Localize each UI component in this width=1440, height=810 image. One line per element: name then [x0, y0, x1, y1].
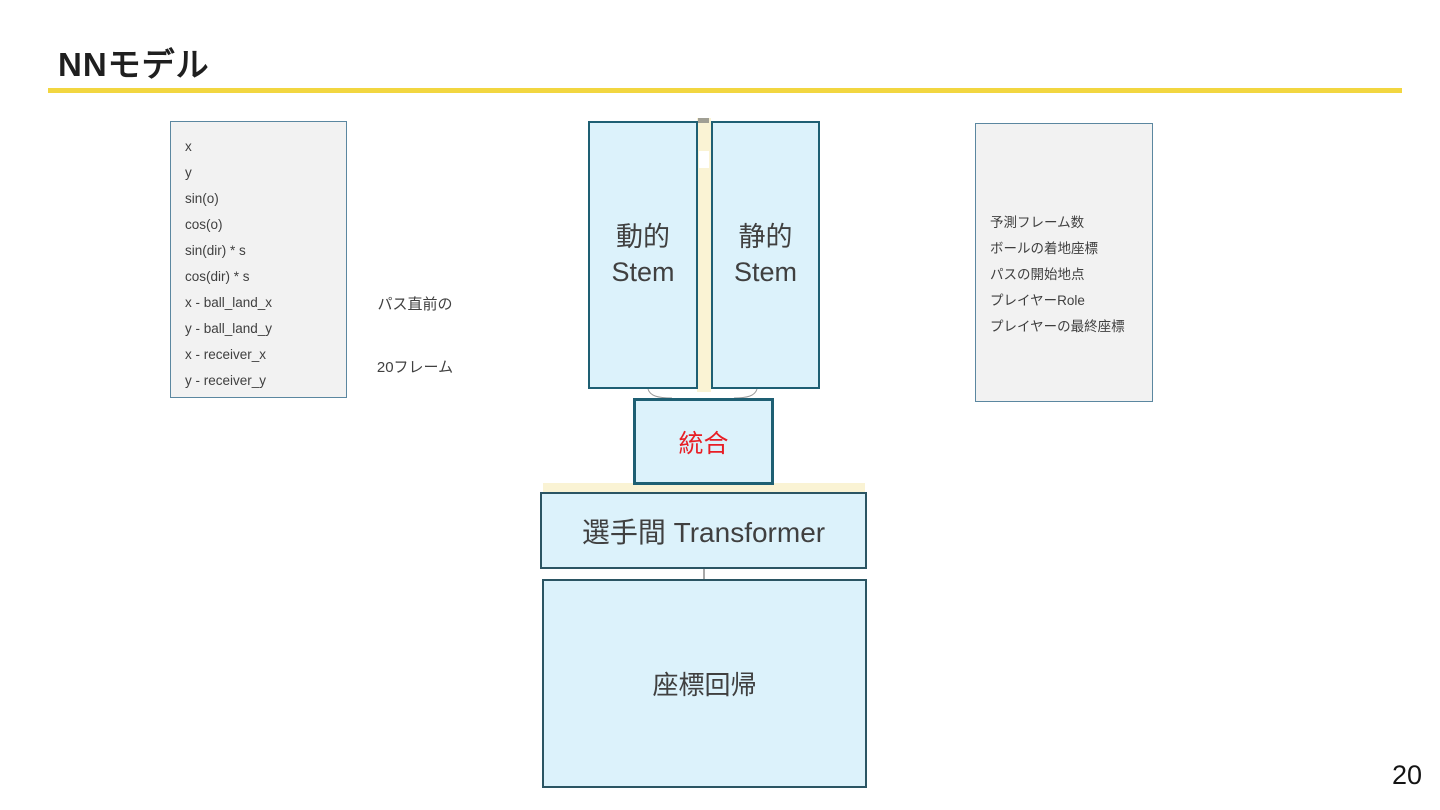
input-features-box: x y sin(o) cos(o) sin(dir) * s cos(dir) … [170, 121, 347, 398]
pass-frames-caption-line2: 20フレーム [376, 359, 454, 376]
list-item: sin(dir) * s [185, 243, 246, 258]
dynamic-stem-label: 動的 Stem [611, 220, 674, 290]
list-item: x - receiver_x [185, 347, 267, 362]
pass-frames-caption-line1: パス直前の [377, 296, 453, 313]
stem-gap-strip [697, 118, 711, 392]
dynamic-stem-label-line1: 動的 [616, 222, 670, 252]
title-underline [48, 88, 1402, 93]
static-stem-label-line1: 静的 [738, 222, 793, 252]
dynamic-stem-label-line2: Stem [611, 257, 675, 287]
cream-band [543, 483, 865, 494]
merge-box: 統合 [633, 398, 774, 485]
list-item: y - receiver_y [185, 373, 267, 388]
dynamic-stem-box: 動的 Stem [588, 121, 698, 389]
list-item: ボールの着地座標 [990, 241, 1098, 256]
static-stem-label: 静的 Stem [734, 220, 797, 290]
static-stem-box: 静的 Stem [711, 121, 820, 389]
tiny-text-smudge [698, 118, 709, 123]
regression-box: 座標回帰 [542, 579, 867, 788]
list-item: 予測フレーム数 [990, 215, 1085, 230]
static-stem-label-line2: Stem [733, 257, 798, 287]
list-item: y [185, 165, 192, 180]
list-item: プレイヤーの最終座標 [990, 319, 1125, 334]
merge-label: 統合 [678, 429, 729, 458]
regression-label: 座標回帰 [652, 670, 757, 700]
transformer-label: 選手間 Transformer [581, 516, 826, 548]
page-title: NNモデル [58, 46, 210, 83]
static-features-list: 予測フレーム数 ボールの着地座標 パスの開始地点 プレイヤーRole プレイヤー… [976, 124, 1152, 340]
list-item: x [185, 139, 192, 154]
page-number: 20 [1392, 760, 1423, 790]
list-item: プレイヤーRole [990, 293, 1085, 308]
transformer-box: 選手間 Transformer [540, 492, 867, 569]
list-item: cos(o) [185, 217, 223, 232]
list-item: x - ball_land_x [185, 295, 273, 310]
list-item: sin(o) [185, 191, 219, 206]
stem-gap-strip-white-segment [699, 151, 709, 168]
input-features-list: x y sin(o) cos(o) sin(dir) * s cos(dir) … [171, 122, 346, 394]
list-item: cos(dir) * s [185, 269, 250, 284]
pass-frames-caption: パス直前の 20フレーム [360, 252, 470, 420]
list-item: y - ball_land_y [185, 321, 273, 336]
static-features-box: 予測フレーム数 ボールの着地座標 パスの開始地点 プレイヤーRole プレイヤー… [975, 123, 1153, 402]
list-item: パスの開始地点 [990, 267, 1085, 282]
